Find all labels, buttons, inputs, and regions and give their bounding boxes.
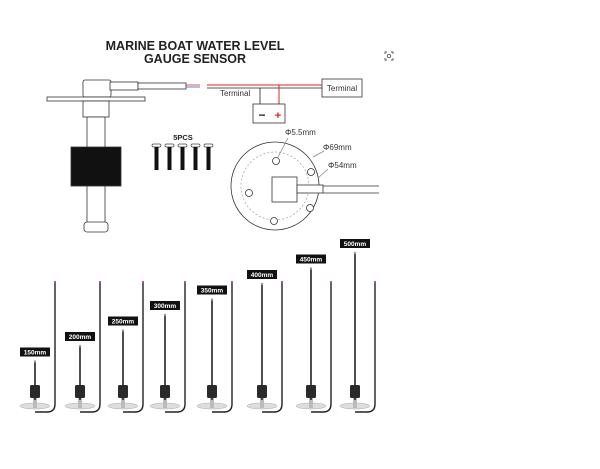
screw-shank	[154, 147, 159, 170]
sensor-300mm: 300mm	[149, 280, 187, 413]
screw-head	[203, 143, 214, 148]
sensor-rod-tip	[260, 282, 264, 286]
length-tag	[296, 254, 326, 264]
length-tag	[65, 332, 95, 341]
sensor-rod-tip	[78, 344, 82, 348]
sensor-cable	[311, 282, 332, 413]
length-label: 350mm	[201, 287, 224, 294]
cable-end	[373, 280, 377, 284]
visual-search-icon[interactable]	[384, 51, 394, 61]
sensor-cable	[80, 282, 101, 413]
screw-shank	[193, 147, 198, 170]
cable-end	[183, 280, 187, 284]
sensor-stem	[260, 398, 264, 408]
outer-diameter-label: Φ69mm	[323, 143, 352, 152]
float	[70, 146, 122, 187]
sensor-stem	[33, 398, 37, 408]
length-tag	[340, 239, 370, 248]
length-tag	[108, 316, 138, 326]
length-tag	[197, 285, 227, 295]
title-line-1: MARINE BOAT WATER LEVEL	[106, 39, 285, 53]
sensor-cable	[35, 282, 56, 413]
sensor-stem	[121, 398, 125, 408]
cable-end	[141, 280, 145, 284]
cable-end	[53, 280, 57, 284]
wiring-diagram: Terminal Terminal − +	[207, 78, 363, 124]
flange-top-view: Φ5.5mm Φ69mm Φ54mm	[230, 128, 379, 231]
sensor-float	[160, 385, 170, 398]
screw-head	[190, 143, 201, 148]
sensor-float	[75, 385, 85, 398]
length-label: 200mm	[69, 334, 92, 341]
length-tag	[247, 270, 277, 279]
sensor-stem	[309, 398, 313, 408]
cable-end	[98, 280, 102, 284]
inner-diameter-label: Φ54mm	[328, 161, 357, 170]
length-label: 150mm	[24, 349, 47, 356]
sensor-float	[350, 385, 360, 398]
cable-end	[329, 280, 333, 284]
sensor-rod-tip	[353, 251, 357, 255]
sensor-rod-tip	[163, 313, 167, 317]
cable-end	[280, 280, 284, 284]
battery-minus: −	[258, 108, 265, 122]
screw-shank	[167, 147, 172, 170]
sensor-rod-tip	[33, 360, 37, 363]
sensor-lengths: 150mm 200mm 250mm 300mm 350mm 400mm 450mm 500mm	[19, 239, 377, 413]
sensor-cable	[212, 282, 233, 413]
sensor-rod-tip	[210, 298, 214, 301]
sensor-200mm: 200mm	[64, 280, 102, 413]
battery-plus: +	[275, 110, 281, 122]
sensor-250mm: 250mm	[107, 280, 145, 413]
length-label: 450mm	[300, 256, 323, 263]
sensor-400mm: 400mm	[246, 270, 284, 413]
length-label: 300mm	[154, 303, 177, 310]
sensor-cable	[165, 282, 186, 413]
terminal-left-label: Terminal	[220, 89, 250, 98]
sensor-rod-tip	[121, 329, 125, 332]
sensor-float	[118, 385, 128, 398]
sensor-cable	[262, 282, 283, 413]
sensor-float	[207, 385, 217, 398]
screws-label: 5PCS	[173, 133, 193, 142]
sensor-stem	[210, 398, 214, 408]
terminal-right-label: Terminal	[327, 84, 357, 93]
sensor-stem	[78, 398, 82, 408]
sensor-stem	[163, 398, 167, 408]
length-tag	[20, 347, 50, 357]
screw-shank	[180, 147, 185, 170]
length-label: 400mm	[251, 272, 274, 279]
sensor-float	[30, 385, 40, 398]
battery	[252, 103, 286, 124]
sensor-150mm: 150mm	[19, 280, 57, 413]
length-label: 500mm	[344, 241, 367, 248]
sensor-cable	[355, 282, 376, 413]
terminal-box	[321, 78, 363, 98]
sensor-450mm: 450mm	[295, 254, 333, 413]
screw-head	[164, 143, 175, 148]
screw-head	[177, 143, 188, 148]
length-tag	[150, 301, 180, 310]
title-line-2: GAUGE SENSOR	[144, 52, 246, 66]
hole-diameter-label: Φ5.5mm	[285, 128, 316, 137]
length-label: 250mm	[112, 318, 135, 325]
screw-head	[151, 143, 162, 148]
sensor-stem	[353, 398, 357, 408]
sensor-350mm: 350mm	[196, 280, 234, 413]
sensor-side-view	[46, 79, 200, 233]
screws: 5PCS	[151, 133, 214, 170]
sensor-float	[257, 385, 267, 398]
sensor-cable	[123, 282, 144, 413]
sensor-float	[306, 385, 316, 398]
sensor-500mm: 500mm	[339, 239, 377, 413]
screw-shank	[206, 147, 211, 170]
sensor-rod-tip	[309, 267, 313, 270]
cable-end	[230, 280, 234, 284]
